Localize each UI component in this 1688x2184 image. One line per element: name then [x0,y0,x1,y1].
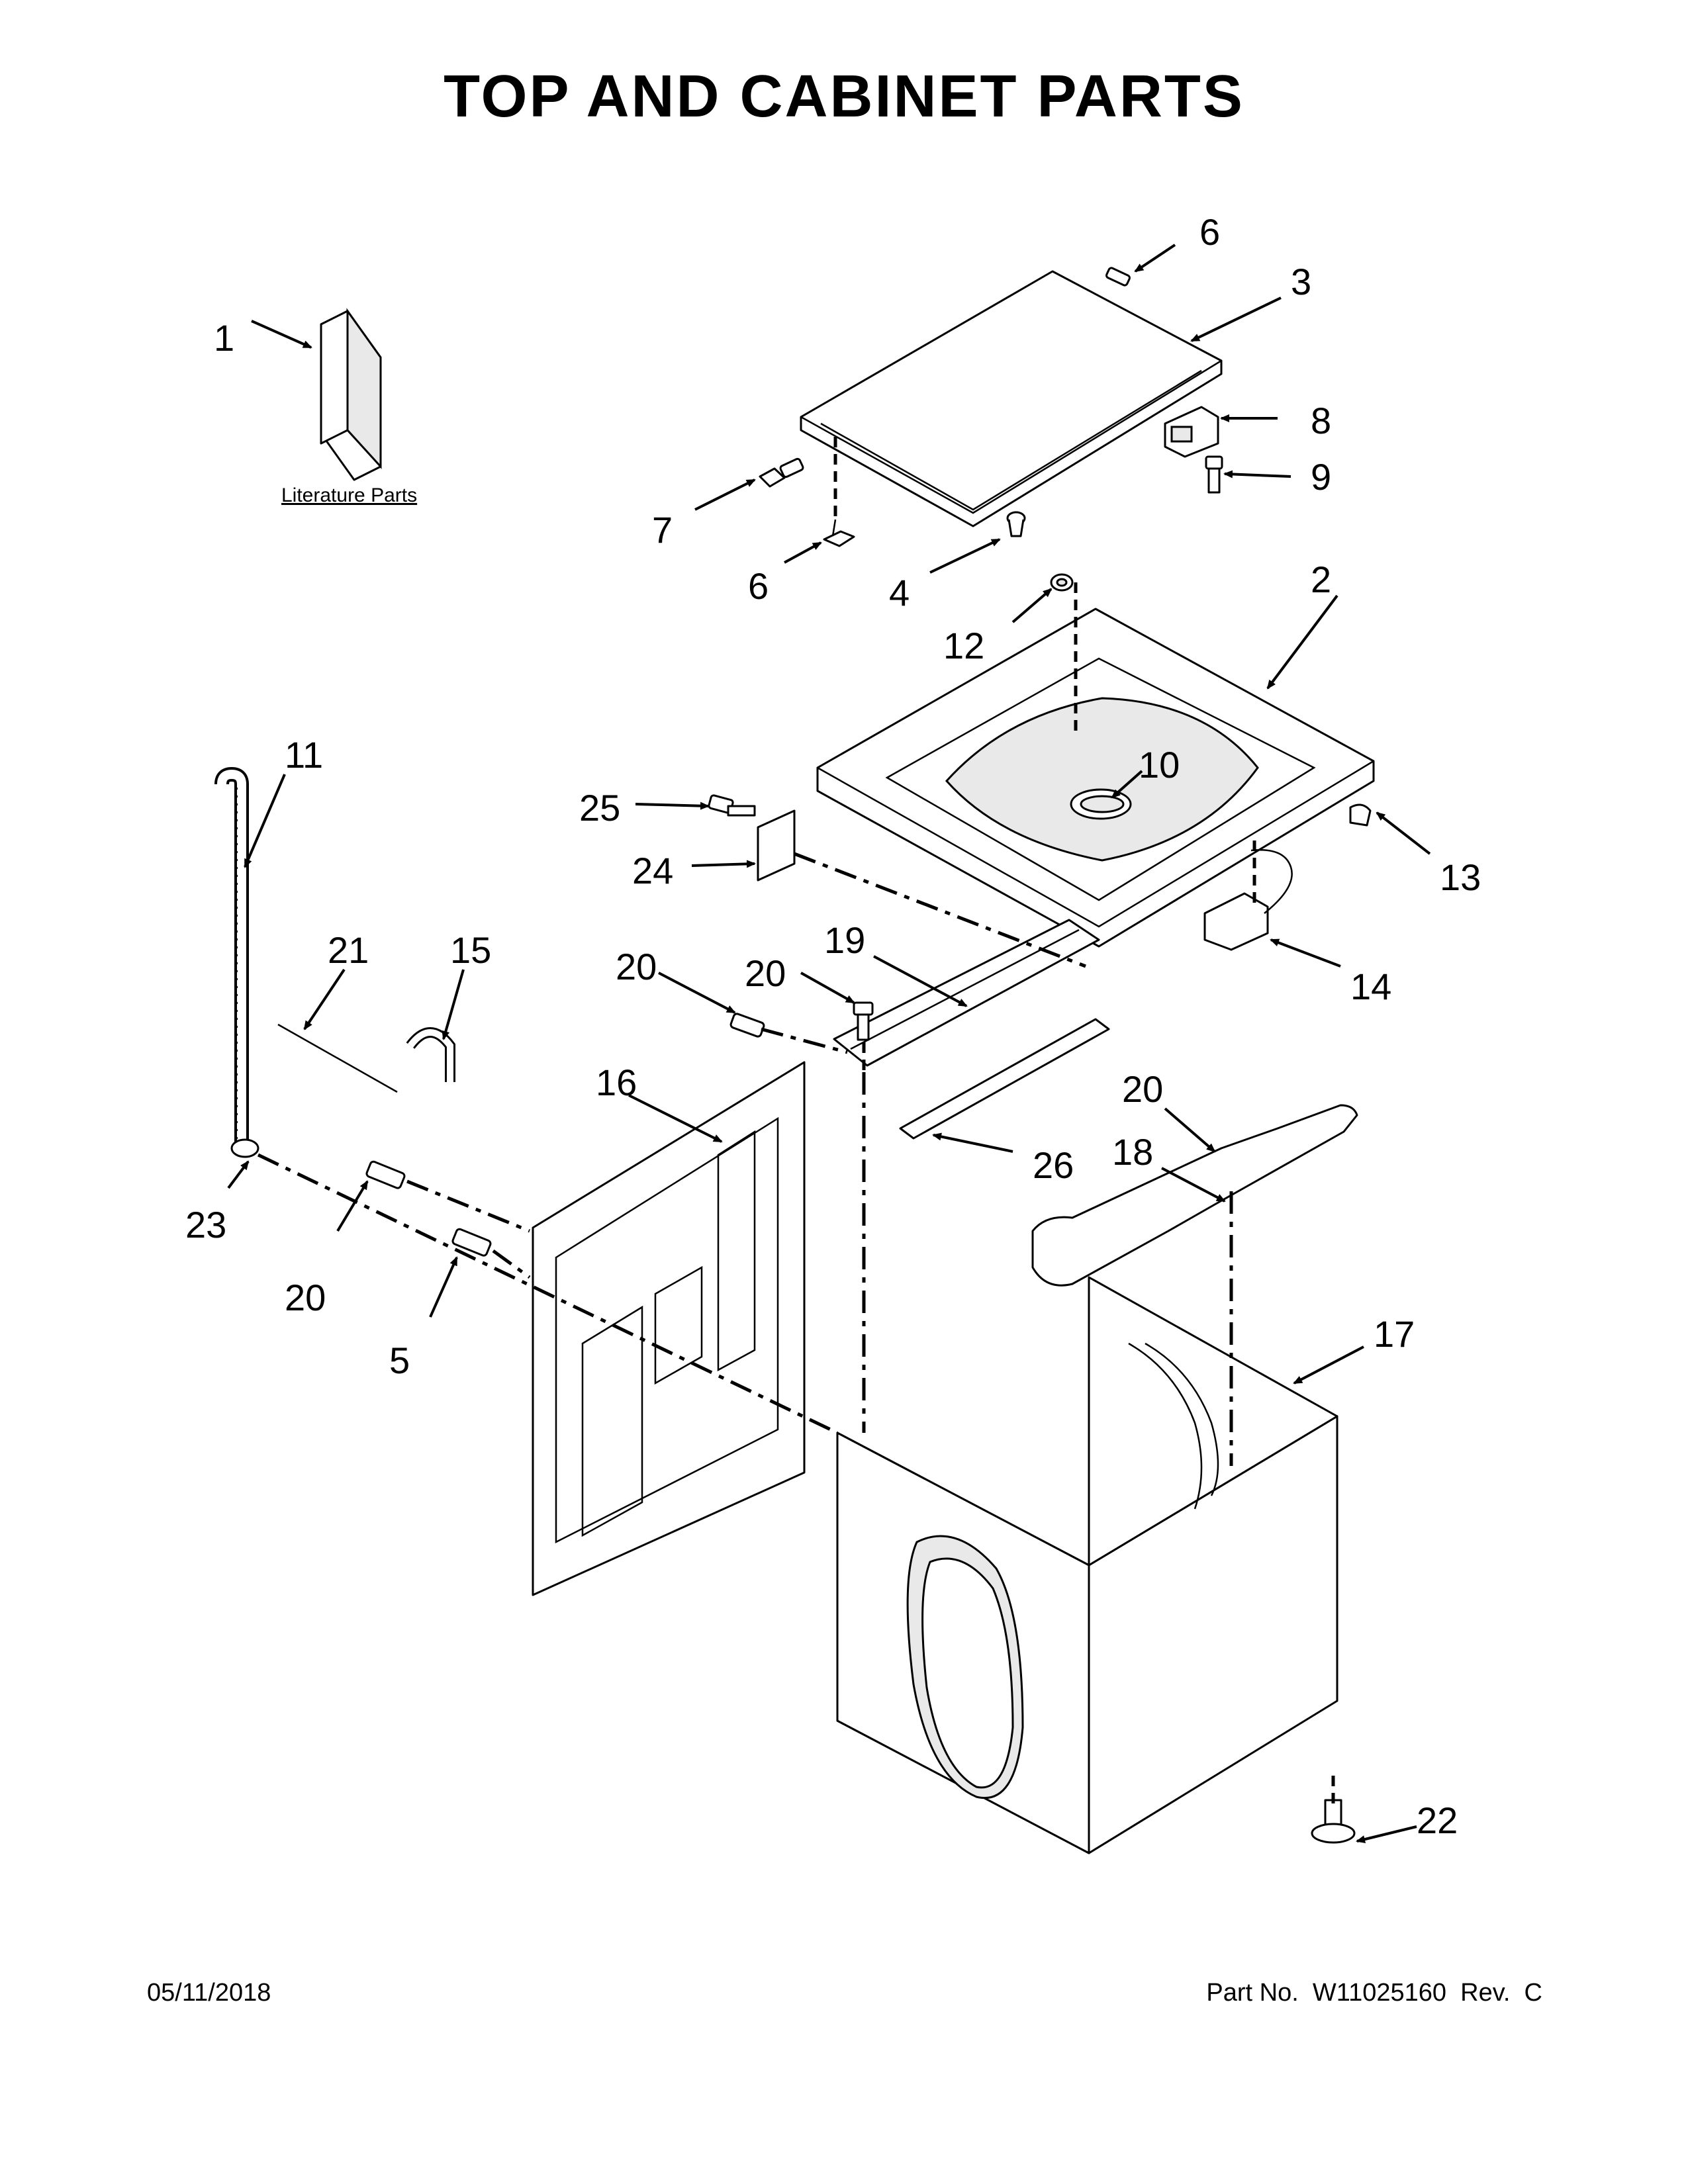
callout-4: 4 [889,572,910,614]
callout-12: 12 [943,625,984,666]
callout-20-back: 20 [285,1277,326,1318]
callout-18: 18 [1112,1131,1153,1173]
hinge-bottom[interactable] [823,519,855,547]
callout-20-right: 20 [1122,1068,1163,1110]
brace-screw-left[interactable] [729,1013,765,1038]
callout-17: 17 [1374,1313,1415,1355]
literature-label: Literature Parts [281,484,417,506]
callout-20-middle: 20 [745,952,786,994]
callout-25: 25 [579,787,620,829]
footer-date: 05/11/2018 [147,1979,271,2007]
lid-screw[interactable] [759,457,804,488]
side-bracket[interactable] [757,809,796,882]
callout-23: 23 [185,1204,226,1246]
top-panel[interactable] [816,608,1375,948]
callout-19: 19 [824,919,865,961]
callout-7: 7 [652,509,673,551]
callout-24: 24 [632,850,673,891]
top-clip[interactable] [1349,803,1372,827]
page-title: TOP AND CABINET PARTS [444,64,1244,130]
callout-20-left: 20 [616,946,657,987]
lid-switch[interactable] [1203,849,1293,951]
panel-screw[interactable] [451,1228,492,1257]
leader-arrows [227,244,1431,1843]
hose-guide[interactable] [406,1027,455,1082]
callout-26: 26 [1033,1144,1074,1186]
literature-booklet[interactable]: Literature Parts [281,308,417,506]
callout-6-bottom: 6 [748,565,769,607]
callout-2: 2 [1311,559,1331,600]
callout-15: 15 [450,929,491,971]
rear-panel[interactable] [532,1061,806,1596]
callout-5: 5 [389,1340,410,1381]
hose-rod[interactable] [277,1023,398,1093]
callout-6-top: 6 [1199,211,1220,253]
cabinet[interactable] [836,1276,1338,1854]
back-screw[interactable] [365,1160,406,1189]
callout-8: 8 [1311,400,1331,441]
tub-bushing[interactable] [1080,795,1125,813]
callout-9: 9 [1311,456,1331,498]
callout-10: 10 [1139,744,1180,786]
callout-16: 16 [596,1062,637,1103]
bracket-screw[interactable] [708,794,756,817]
callout-13: 13 [1440,856,1481,898]
lid-bumper[interactable] [1006,511,1026,537]
callout-3: 3 [1291,261,1311,302]
callout-numbers: 1 2 3 4 5 6 6 7 8 9 10 11 12 13 14 15 16… [185,211,1481,1841]
callout-1: 1 [214,317,234,359]
callout-11: 11 [285,734,323,776]
leveling-foot[interactable] [1311,1799,1356,1844]
hinge-top[interactable] [1105,267,1131,287]
rear-brace[interactable] [1031,1104,1358,1287]
gasket-strip[interactable] [899,1018,1110,1140]
lock-screw[interactable] [1205,455,1223,494]
drain-hose[interactable] [214,766,249,1152]
callout-22: 22 [1417,1799,1458,1841]
lid[interactable] [800,270,1223,527]
brace-screw-top[interactable] [853,1001,874,1041]
hose-clamp[interactable] [230,1138,259,1158]
lid-lock[interactable] [1164,406,1219,458]
footer-part-number: Part No. W11025160 Rev. C [1206,1979,1542,2007]
top-grommet[interactable] [1050,573,1074,592]
callout-21: 21 [328,929,369,971]
callout-14: 14 [1350,966,1391,1007]
